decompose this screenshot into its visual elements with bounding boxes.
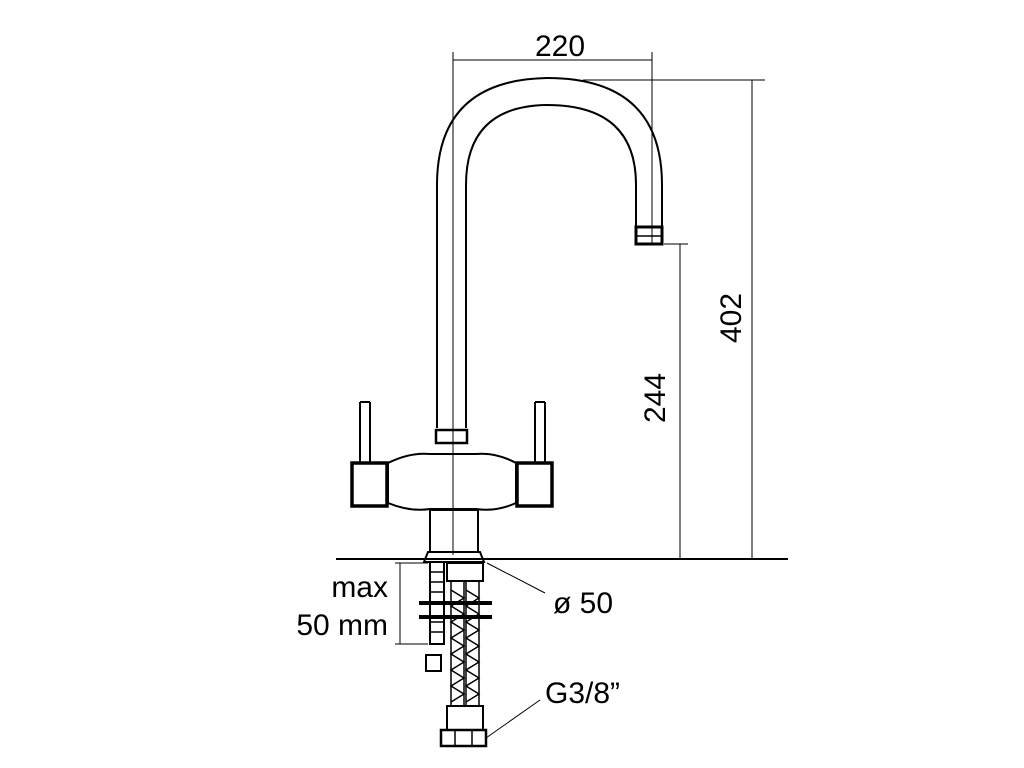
faucet-body [387, 452, 517, 563]
mounting-assembly [419, 561, 492, 672]
thread-leader [485, 699, 541, 739]
diameter-leader [486, 562, 546, 594]
dimension-spout-height [664, 243, 688, 559]
max-label: max [331, 571, 388, 604]
flexible-hoses [439, 562, 488, 748]
left-handle[interactable] [350, 401, 389, 508]
dimension-244-label: 244 [639, 373, 672, 423]
max-value-label: 50 mm [296, 609, 388, 642]
right-handle[interactable] [515, 401, 554, 508]
dimension-total-height [583, 79, 765, 559]
diameter-label: ø 50 [553, 587, 613, 620]
spout-collar [434, 428, 469, 445]
dimension-counter-thickness [395, 562, 428, 645]
spout [436, 76, 664, 428]
thread-label: G3/8” [545, 677, 620, 710]
dimension-402-label: 402 [715, 293, 748, 343]
dimension-spout-reach [452, 52, 653, 245]
dimension-220-label: 220 [535, 30, 585, 63]
